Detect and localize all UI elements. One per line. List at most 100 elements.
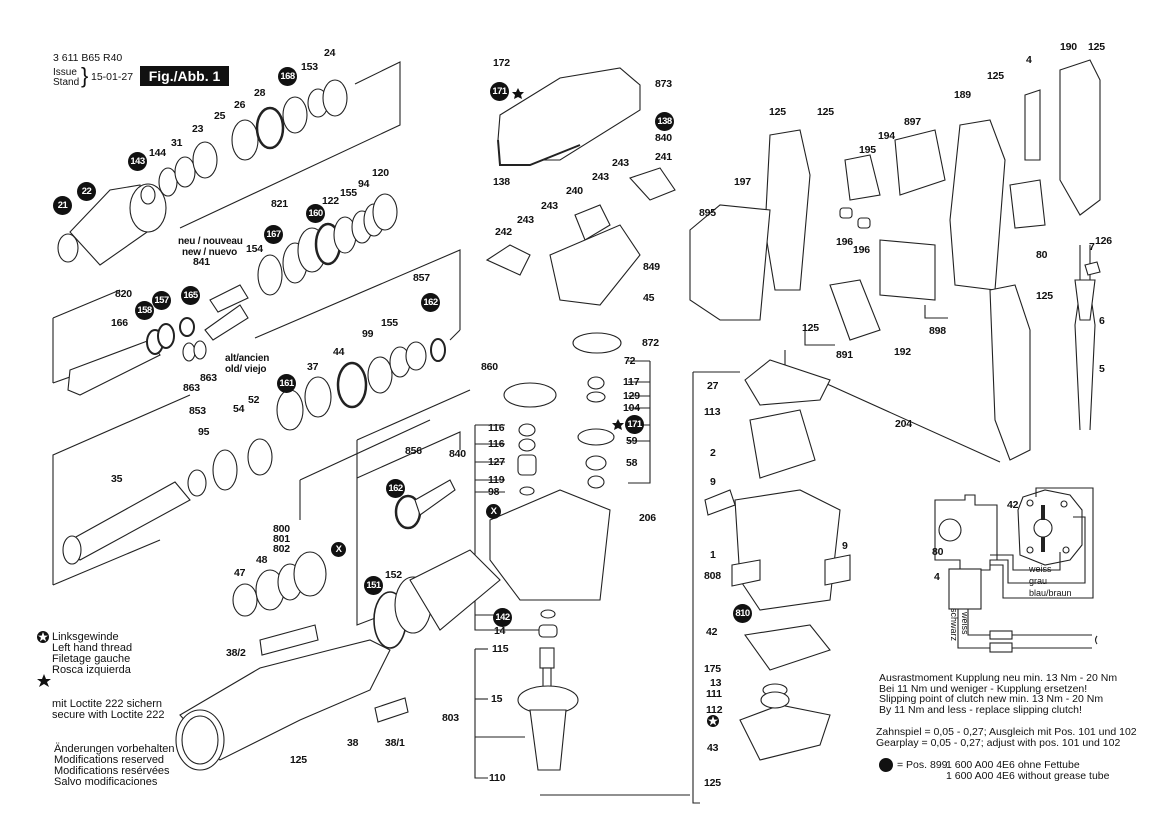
callout-26[interactable]: 26 <box>234 99 246 111</box>
callout-35[interactable]: 35 <box>111 473 123 485</box>
callout-192[interactable]: 192 <box>894 346 911 358</box>
callout-194[interactable]: 194 <box>878 130 895 142</box>
callout-23[interactable]: 23 <box>192 123 204 135</box>
callout-240[interactable]: 240 <box>566 185 583 197</box>
callout-172[interactable]: 172 <box>493 57 510 69</box>
callout-2[interactable]: 2 <box>710 447 716 459</box>
callout-6[interactable]: 6 <box>1099 315 1105 327</box>
callout-853[interactable]: 853 <box>189 405 206 417</box>
callout-38[interactable]: 38 <box>347 737 359 749</box>
callout-116-b[interactable]: 116 <box>488 438 505 450</box>
callout-44[interactable]: 44 <box>333 346 345 358</box>
callout-125-c[interactable]: 125 <box>1088 41 1105 53</box>
callout-58[interactable]: 58 <box>626 457 638 469</box>
callout-13[interactable]: 13 <box>710 677 722 689</box>
callout-115[interactable]: 115 <box>492 643 509 655</box>
callout-243-a[interactable]: 243 <box>612 157 629 169</box>
callout-155-b[interactable]: 155 <box>381 317 398 329</box>
callout-157[interactable]: 157 <box>152 291 171 310</box>
callout-821[interactable]: 821 <box>271 198 288 210</box>
callout-891[interactable]: 891 <box>836 349 853 361</box>
callout-898[interactable]: 898 <box>929 325 946 337</box>
callout-160[interactable]: 160 <box>306 204 325 223</box>
callout-9-b[interactable]: 9 <box>842 540 848 552</box>
callout-5[interactable]: 5 <box>1099 363 1105 375</box>
callout-243-c[interactable]: 243 <box>541 200 558 212</box>
callout-31[interactable]: 31 <box>171 137 183 149</box>
callout-111[interactable]: 111 <box>706 688 722 700</box>
callout-166[interactable]: 166 <box>111 317 128 329</box>
callout-113[interactable]: 113 <box>704 406 721 418</box>
callout-129[interactable]: 129 <box>623 390 640 402</box>
callout-171[interactable]: 171 <box>490 82 509 101</box>
callout-112[interactable]: 112 <box>706 704 723 716</box>
callout-15[interactable]: 15 <box>491 693 503 705</box>
callout-80[interactable]: 80 <box>1036 249 1048 261</box>
callout-803[interactable]: 803 <box>442 712 459 724</box>
callout-197[interactable]: 197 <box>734 176 751 188</box>
callout-125-e[interactable]: 125 <box>769 106 786 118</box>
callout-99[interactable]: 99 <box>362 328 374 340</box>
callout-872[interactable]: 872 <box>642 337 659 349</box>
callout-48[interactable]: 48 <box>256 554 268 566</box>
callout-175[interactable]: 175 <box>704 663 721 675</box>
callout-820[interactable]: 820 <box>115 288 132 300</box>
callout-873[interactable]: 873 <box>655 78 672 90</box>
callout-151[interactable]: 151 <box>364 576 383 595</box>
callout-7[interactable]: 7 <box>1089 241 1095 253</box>
callout-206[interactable]: 206 <box>639 512 656 524</box>
callout-125[interactable]: 125 <box>290 754 307 766</box>
callout-125-f[interactable]: 125 <box>817 106 834 118</box>
callout-116-a[interactable]: 116 <box>488 422 505 434</box>
callout-190[interactable]: 190 <box>1060 41 1077 53</box>
callout-243-d[interactable]: 243 <box>517 214 534 226</box>
callout-54[interactable]: 54 <box>233 403 245 415</box>
callout-125-h[interactable]: 125 <box>802 322 819 334</box>
callout-119[interactable]: 119 <box>488 474 505 486</box>
callout-863-a[interactable]: 863 <box>200 372 217 384</box>
callout-241[interactable]: 241 <box>655 151 672 163</box>
callout-863-b[interactable]: 863 <box>183 382 200 394</box>
callout-840-b[interactable]: 840 <box>449 448 466 460</box>
callout-25[interactable]: 25 <box>214 110 226 122</box>
callout-1[interactable]: 1 <box>710 549 716 561</box>
callout-x-2[interactable]: X <box>486 504 501 519</box>
callout-154[interactable]: 154 <box>246 243 263 255</box>
callout-127[interactable]: 127 <box>488 456 505 468</box>
callout-168[interactable]: 168 <box>278 67 297 86</box>
callout-27[interactable]: 27 <box>707 380 719 392</box>
callout-895[interactable]: 895 <box>699 207 716 219</box>
callout-155[interactable]: 155 <box>340 187 357 199</box>
callout-196-b[interactable]: 196 <box>853 244 870 256</box>
callout-117[interactable]: 117 <box>623 376 640 388</box>
callout-857[interactable]: 857 <box>413 272 430 284</box>
callout-801[interactable]: 801 <box>273 533 290 545</box>
callout-841[interactable]: 841 <box>193 256 210 268</box>
callout-808[interactable]: 808 <box>704 570 721 582</box>
callout-189[interactable]: 189 <box>954 89 971 101</box>
callout-42[interactable]: 42 <box>706 626 718 638</box>
callout-243-b[interactable]: 243 <box>592 171 609 183</box>
callout-x[interactable]: X <box>331 542 346 557</box>
callout-4[interactable]: 4 <box>1026 54 1032 66</box>
callout-144[interactable]: 144 <box>149 147 166 159</box>
callout-22[interactable]: 22 <box>77 182 96 201</box>
callout-167[interactable]: 167 <box>264 225 283 244</box>
callout-120[interactable]: 120 <box>372 167 389 179</box>
callout-840[interactable]: 840 <box>655 132 672 144</box>
callout-38-2[interactable]: 38/2 <box>226 647 246 659</box>
callout-9[interactable]: 9 <box>710 476 716 488</box>
callout-47[interactable]: 47 <box>234 567 246 579</box>
callout-110[interactable]: 110 <box>489 772 506 784</box>
callout-104[interactable]: 104 <box>623 402 640 414</box>
callout-171-b[interactable]: 171 <box>625 415 644 434</box>
callout-43[interactable]: 43 <box>707 742 719 754</box>
callout-138[interactable]: 138 <box>493 176 510 188</box>
callout-162-b[interactable]: 162 <box>386 479 405 498</box>
callout-122[interactable]: 122 <box>322 195 339 207</box>
callout-802[interactable]: 802 <box>273 543 290 555</box>
callout-126[interactable]: 126 <box>1095 235 1112 247</box>
callout-897[interactable]: 897 <box>904 116 921 128</box>
callout-37[interactable]: 37 <box>307 361 319 373</box>
callout-28[interactable]: 28 <box>254 87 266 99</box>
